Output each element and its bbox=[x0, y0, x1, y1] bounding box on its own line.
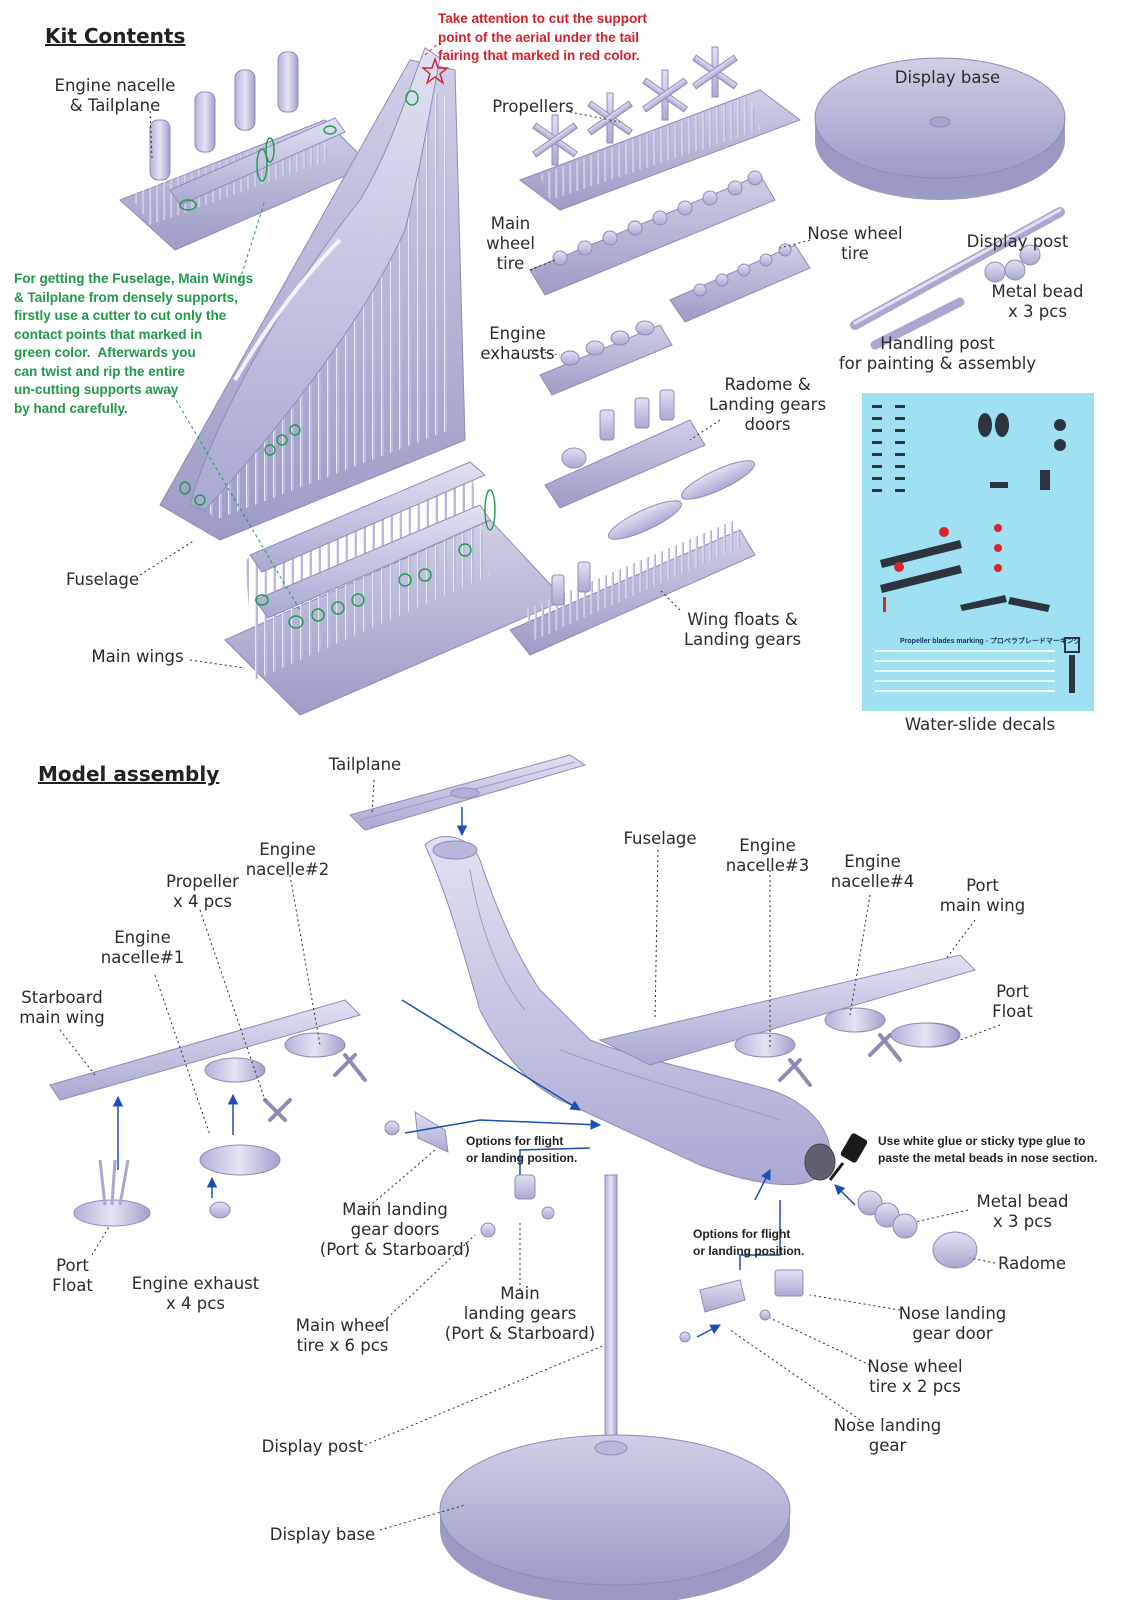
label-display-base-assembly: Display base bbox=[269, 1525, 376, 1544]
label-engine-nacelle-tailplane: Engine nacelle & Tailplane bbox=[54, 76, 176, 115]
main-wheel-tire-sprue bbox=[529, 170, 776, 296]
label-main-wheel-tire-assembly: Main wheel tire x 6 pcs bbox=[295, 1316, 390, 1355]
options-note-main-gear: Options for flight or landing position. bbox=[466, 1134, 578, 1165]
label-fuselage-assembly: Fuselage bbox=[623, 829, 697, 848]
metal-beads-part bbox=[984, 244, 1041, 283]
label-display-base-kit: Display base bbox=[894, 68, 1001, 87]
label-engine-nacelle-2: Engine nacelle#2 bbox=[245, 840, 330, 879]
label-propeller: Propeller x 4 pcs bbox=[166, 872, 239, 911]
decal-sheet-title: Propeller blades marking - プロペラブレードマーキング bbox=[900, 638, 1081, 645]
label-main-wings-kit: Main wings bbox=[91, 647, 184, 666]
label-display-post-assembly: Display post bbox=[261, 1437, 364, 1456]
port-float-left-part bbox=[73, 1159, 151, 1227]
label-water-slide-decals: Water-slide decals bbox=[904, 715, 1056, 734]
leader-lines bbox=[59, 109, 1001, 1531]
posts-part bbox=[850, 207, 1065, 350]
label-port-main-wing: Port main wing bbox=[939, 876, 1026, 915]
wing-floats-sprue bbox=[509, 460, 756, 656]
assembly-metal-beads bbox=[857, 1190, 918, 1239]
label-wing-floats: Wing floats & Landing gears bbox=[683, 610, 802, 649]
label-fuselage-kit: Fuselage bbox=[65, 570, 140, 589]
label-nose-wheel-tire-kit: Nose wheel tire bbox=[807, 224, 903, 263]
nose-wheel-tire-sprue bbox=[669, 243, 811, 323]
kit-contents-heading: Kit Contents bbox=[45, 24, 186, 48]
label-nose-landing-gear: Nose landing gear bbox=[833, 1416, 942, 1455]
label-main-wheel-tire-kit: Main wheel tire bbox=[486, 214, 535, 273]
main-wings-sprue bbox=[224, 461, 566, 716]
label-engine-nacelle-4: Engine nacelle#4 bbox=[830, 852, 915, 891]
red-star-mark bbox=[421, 56, 449, 85]
label-engine-nacelle-3: Engine nacelle#3 bbox=[725, 836, 810, 875]
port-float-right-part bbox=[890, 1022, 960, 1048]
label-nose-landing-gear-door: Nose landing gear door bbox=[898, 1304, 1007, 1343]
label-starboard-main-wing: Starboard main wing bbox=[19, 988, 105, 1027]
label-display-post-kit: Display post bbox=[966, 232, 1069, 251]
green-leader-lines bbox=[169, 199, 301, 611]
green-supports-note: For getting the Fuselage, Main Wings & T… bbox=[14, 271, 254, 416]
label-main-landing-gear-doors: Main landing gear doors (Port & Starboar… bbox=[319, 1200, 471, 1259]
red-cut-note: Take attention to cut the support point … bbox=[438, 11, 647, 63]
fuselage-part bbox=[424, 836, 836, 1186]
glue-bottle-icon bbox=[828, 1133, 868, 1181]
options-note-nose-gear: Options for flight or landing position. bbox=[693, 1227, 805, 1258]
nacelle-tailplane-sprue bbox=[119, 51, 371, 251]
assembly-arrows bbox=[112, 807, 856, 1338]
starboard-main-wing-part bbox=[49, 999, 367, 1122]
label-handling-post: Handling post for painting & assembly bbox=[838, 334, 1037, 373]
label-radome-doors: Radome & Landing gears doors bbox=[708, 375, 827, 434]
tailplane-part bbox=[349, 754, 587, 831]
label-radome: Radome bbox=[997, 1254, 1066, 1273]
label-propellers: Propellers bbox=[492, 97, 574, 116]
label-engine-nacelle-1: Engine nacelle#1 bbox=[100, 928, 185, 967]
glue-note: Use white glue or sticky type glue to pa… bbox=[878, 1134, 1098, 1165]
label-engine-exhausts: Engine exhausts bbox=[480, 324, 555, 363]
fuselage-sprue bbox=[159, 47, 466, 541]
engine-nacelle-1-part bbox=[199, 1144, 281, 1219]
assembly-small-parts bbox=[384, 1111, 804, 1343]
label-nose-wheel-tire-assembly: Nose wheel tire x 2 pcs bbox=[867, 1357, 963, 1396]
label-metal-bead-kit: Metal bead x 3 pcs bbox=[991, 282, 1084, 321]
display-base-part bbox=[814, 57, 1066, 200]
label-port-float-left: Port Float bbox=[52, 1256, 93, 1295]
decal-sheet bbox=[862, 393, 1094, 711]
engine-exhausts-sprue bbox=[539, 320, 673, 396]
label-engine-exhaust: Engine exhaust x 4 pcs bbox=[131, 1274, 260, 1313]
label-main-landing-gears: Main landing gears (Port & Starboard) bbox=[444, 1284, 596, 1343]
radome-doors-sprue bbox=[544, 389, 706, 509]
assembly-radome bbox=[932, 1231, 978, 1269]
model-assembly-heading: Model assembly bbox=[38, 762, 220, 786]
propellers-sprue bbox=[518, 46, 802, 211]
label-metal-bead-assembly: Metal bead x 3 pcs bbox=[976, 1192, 1069, 1231]
assembly-display-stand bbox=[439, 1174, 791, 1600]
label-port-float-right: Port Float bbox=[992, 982, 1033, 1021]
label-tailplane: Tailplane bbox=[328, 755, 402, 774]
